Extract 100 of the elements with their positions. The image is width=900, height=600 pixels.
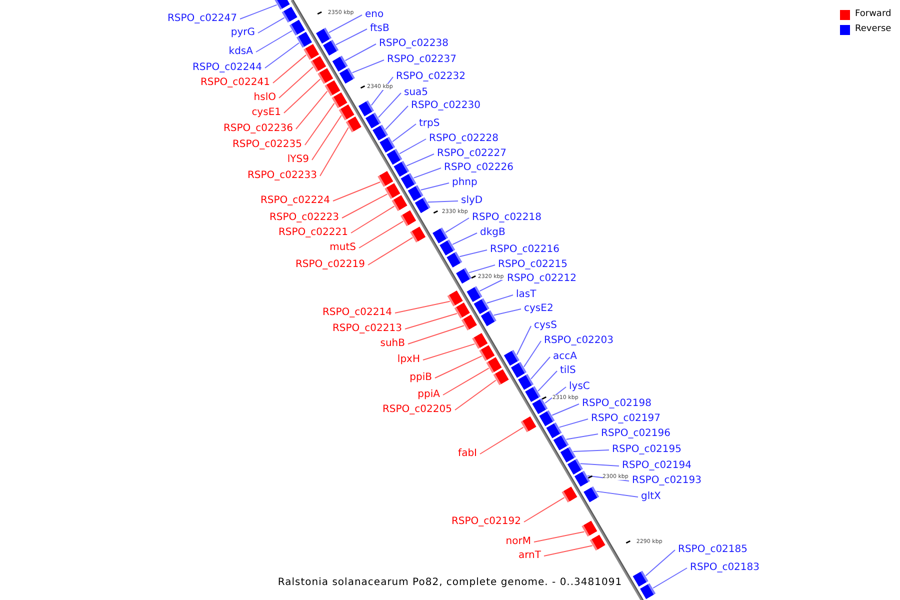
gene-block bbox=[504, 350, 520, 366]
gene-label: mutS bbox=[330, 242, 356, 254]
gene-label: lysC bbox=[569, 381, 590, 393]
gene-block bbox=[386, 148, 402, 165]
gene-label: ftsB bbox=[370, 23, 390, 35]
gene-block bbox=[400, 172, 416, 189]
leader-line bbox=[524, 497, 565, 522]
gene-block bbox=[584, 486, 600, 502]
gene-block bbox=[378, 171, 394, 187]
leader-line bbox=[350, 206, 395, 234]
gene-label: norM bbox=[506, 536, 531, 548]
leader-line bbox=[645, 550, 676, 576]
gene-label: RSPO_c02244 bbox=[192, 62, 262, 74]
gene-label: cysS bbox=[534, 320, 557, 332]
gene-label: RSPO_c02205 bbox=[382, 404, 452, 416]
gene-label: RSPO_c02236 bbox=[223, 123, 293, 135]
gene-label: RSPO_c02238 bbox=[379, 38, 449, 50]
gene-label: dkgB bbox=[480, 227, 506, 239]
gene-label: RSPO_c02213 bbox=[332, 323, 402, 335]
gene-label: RSPO_c02196 bbox=[601, 428, 671, 440]
gene-block bbox=[632, 570, 648, 587]
gene-label: trpS bbox=[419, 118, 440, 130]
leader-line bbox=[493, 308, 522, 316]
leader-line bbox=[240, 4, 278, 20]
gene-block bbox=[316, 28, 332, 44]
gene-block bbox=[394, 160, 410, 177]
gene-label: RSPO_c02221 bbox=[278, 227, 348, 239]
gene-block bbox=[338, 104, 354, 120]
leader-line bbox=[479, 278, 504, 292]
gene-block bbox=[400, 210, 416, 226]
gene-label: gltX bbox=[641, 491, 661, 503]
gene-label: slyD bbox=[461, 195, 483, 207]
gene-block bbox=[274, 0, 290, 10]
gene-label: RSPO_c02241 bbox=[200, 77, 270, 89]
leader-line bbox=[394, 300, 450, 314]
gene-label: RSPO_c02226 bbox=[444, 162, 514, 174]
gene-block bbox=[486, 357, 502, 374]
gene-label: lasT bbox=[516, 289, 536, 301]
gene-block bbox=[447, 290, 463, 306]
leader-line bbox=[256, 30, 292, 52]
leader-line bbox=[342, 194, 388, 218]
leader-line bbox=[468, 264, 496, 274]
gene-label: ppiB bbox=[410, 372, 432, 384]
leader-line bbox=[352, 60, 384, 74]
gene-block bbox=[479, 345, 495, 361]
gene-block bbox=[332, 92, 348, 108]
gene-block bbox=[346, 116, 362, 132]
gene-label: ppiA bbox=[418, 389, 440, 401]
gene-label: fabI bbox=[458, 448, 477, 460]
leader-line bbox=[516, 326, 532, 356]
gene-label: RSPO_c02232 bbox=[396, 71, 466, 83]
gene-block bbox=[461, 314, 477, 331]
leader-line bbox=[413, 168, 442, 178]
gene-label: RSPO_c02235 bbox=[232, 139, 302, 151]
leader-line bbox=[378, 92, 402, 118]
gene-label: RSPO_c02247 bbox=[167, 13, 237, 25]
legend-label: Reverse bbox=[855, 24, 892, 34]
gene-label: RSPO_c02194 bbox=[622, 460, 692, 472]
leader-line bbox=[452, 232, 478, 245]
leader-line bbox=[304, 102, 335, 146]
gene-label: RSPO_c02223 bbox=[269, 212, 339, 224]
caption: Ralstonia solanacearum Po82, complete genome. - 0..3481091 bbox=[276, 577, 624, 588]
gene-block bbox=[574, 470, 590, 487]
leader-line bbox=[272, 54, 307, 84]
gene-label: RSPO_c02219 bbox=[295, 259, 365, 271]
leader-line bbox=[296, 90, 328, 130]
gene-label: RSPO_c02215 bbox=[498, 259, 568, 271]
gene-block bbox=[539, 410, 555, 426]
leader-line bbox=[427, 200, 458, 203]
gene-label: hslO bbox=[254, 92, 276, 104]
gene-label: RSPO_c02212 bbox=[507, 273, 577, 285]
gene-block bbox=[466, 286, 482, 302]
leader-line bbox=[538, 370, 558, 392]
leader-line bbox=[404, 313, 458, 330]
gene-label: sua5 bbox=[404, 87, 428, 99]
leader-line bbox=[278, 66, 314, 98]
gene-block bbox=[493, 369, 509, 386]
gene-label: RSPO_c02203 bbox=[544, 335, 614, 347]
gene-block bbox=[366, 112, 382, 128]
gene-label: RSPO_c02218 bbox=[472, 212, 542, 224]
leader-line bbox=[328, 14, 362, 34]
leader-line bbox=[454, 380, 496, 410]
leader-line bbox=[552, 404, 580, 416]
gene-label: RSPO_c02224 bbox=[260, 195, 330, 207]
gene-label: lpxH bbox=[397, 354, 420, 366]
leader-line bbox=[392, 124, 416, 142]
gene-label: RSPO_c02230 bbox=[411, 100, 481, 112]
gene-block bbox=[518, 374, 534, 390]
leader-line bbox=[652, 568, 688, 589]
gene-block bbox=[332, 56, 348, 72]
gene-label: phnp bbox=[452, 177, 478, 189]
gene-block bbox=[358, 100, 374, 116]
leader-line bbox=[530, 356, 550, 380]
gene-label: RSPO_c02233 bbox=[247, 170, 317, 182]
gene-block bbox=[532, 398, 548, 414]
leader-line bbox=[558, 418, 588, 428]
leader-line bbox=[596, 490, 638, 498]
gene-block bbox=[296, 32, 312, 48]
gene-label: RSPO_c02237 bbox=[387, 54, 457, 66]
legend-label: Forward bbox=[855, 9, 892, 19]
